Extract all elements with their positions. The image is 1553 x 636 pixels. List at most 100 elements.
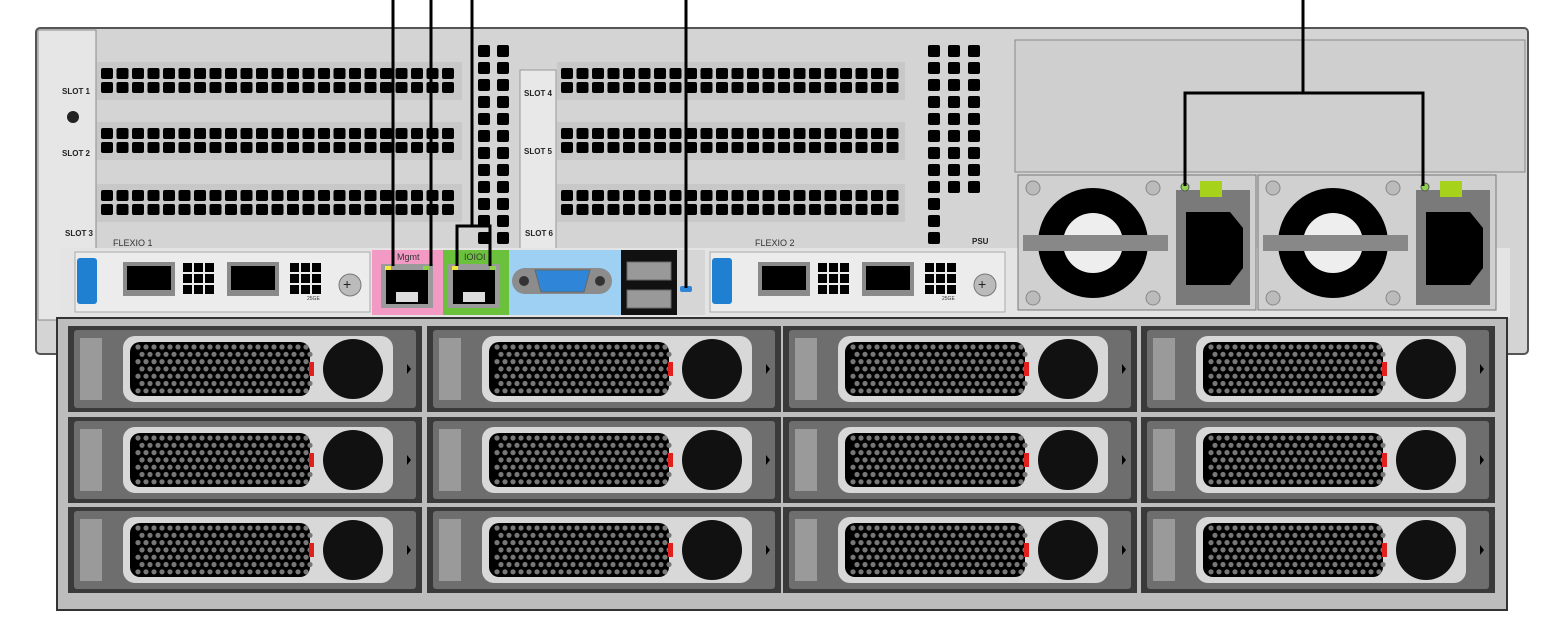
- mesh-hole: [1320, 554, 1326, 560]
- mesh-hole: [147, 380, 153, 387]
- mesh-hole: [1010, 450, 1016, 456]
- uid-button[interactable]: [680, 286, 692, 292]
- vent-hole: [685, 190, 697, 201]
- mesh-hole: [578, 380, 584, 387]
- mesh-hole: [1264, 344, 1270, 350]
- mesh-hole: [874, 388, 880, 394]
- mesh-hole: [942, 532, 948, 538]
- drive-arrow-icon: [766, 364, 770, 374]
- mesh-hole: [223, 540, 229, 546]
- mesh-hole: [1272, 479, 1278, 485]
- mesh-hole: [974, 366, 980, 372]
- mesh-hole: [1244, 380, 1250, 387]
- mesh-hole: [662, 540, 668, 546]
- mesh-hole: [602, 532, 608, 538]
- vent-hole: [147, 68, 160, 79]
- vent-hole: [101, 128, 113, 139]
- mesh-hole: [259, 561, 265, 568]
- mesh-hole: [1260, 547, 1266, 553]
- mesh-hole: [890, 464, 896, 470]
- mesh-hole: [914, 435, 920, 441]
- mesh-hole: [1010, 435, 1016, 441]
- usb-port-2[interactable]: [626, 289, 672, 309]
- mesh-hole: [1212, 351, 1218, 357]
- mesh-hole: [870, 380, 876, 387]
- mesh-hole: [199, 479, 205, 485]
- mesh-hole: [570, 442, 576, 448]
- mesh-hole: [974, 380, 980, 387]
- mgmt-port[interactable]: [381, 264, 433, 308]
- mesh-hole: [982, 380, 988, 387]
- mesh-hole: [1228, 471, 1234, 478]
- vga-port[interactable]: [512, 268, 612, 294]
- serial-port[interactable]: [448, 264, 500, 308]
- mesh-hole: [1280, 373, 1286, 379]
- mesh-hole: [850, 525, 856, 531]
- mesh-hole: [1022, 561, 1028, 568]
- mesh-hole: [1368, 554, 1374, 560]
- mesh-hole: [1248, 359, 1254, 365]
- mesh-hole: [1236, 442, 1242, 448]
- drive-latch: [439, 429, 461, 491]
- vent-hole: [209, 68, 222, 79]
- mesh-hole: [578, 457, 584, 463]
- mesh-hole: [870, 532, 876, 538]
- mesh-hole: [1228, 351, 1234, 357]
- mesh-hole: [1356, 380, 1362, 387]
- mesh-hole: [199, 540, 205, 546]
- vent-hole: [132, 128, 144, 139]
- mesh-hole: [622, 479, 628, 485]
- vent-hole: [147, 128, 160, 139]
- mesh-hole: [1256, 359, 1262, 365]
- mesh-hole: [203, 561, 209, 568]
- mesh-hole: [542, 479, 548, 485]
- mesh-hole: [1252, 457, 1258, 463]
- mesh-hole: [1260, 532, 1266, 538]
- mesh-hole: [566, 344, 572, 350]
- mesh-hole: [1002, 540, 1008, 546]
- mesh-hole: [1376, 479, 1382, 485]
- mesh-hole: [155, 457, 161, 463]
- mesh-hole: [558, 479, 564, 485]
- mesh-hole: [239, 540, 245, 546]
- mesh-hole: [978, 479, 984, 485]
- usb-port-1[interactable]: [626, 261, 672, 281]
- vent-hole: [271, 204, 284, 215]
- mesh-hole: [554, 561, 560, 568]
- vent-hole: [478, 45, 490, 57]
- mesh-hole: [279, 479, 285, 485]
- mesh-hole: [658, 471, 664, 478]
- mesh-hole: [526, 344, 532, 350]
- mesh-hole: [243, 471, 249, 478]
- vent-hole: [256, 190, 268, 201]
- mesh-hole: [183, 435, 189, 441]
- callout-line: [1183, 0, 1425, 186]
- mesh-hole: [614, 540, 620, 546]
- mesh-hole: [1018, 388, 1024, 394]
- mesh-hole: [1296, 525, 1302, 531]
- mesh-hole: [1260, 351, 1266, 357]
- mesh-hole: [518, 479, 524, 485]
- mesh-hole: [974, 351, 980, 357]
- mesh-hole: [1232, 525, 1238, 531]
- vent-hole: [194, 82, 206, 93]
- mesh-hole: [151, 479, 157, 485]
- mesh-hole: [207, 435, 213, 441]
- mesh-hole: [590, 388, 596, 394]
- mesh-hole: [518, 554, 524, 560]
- mesh-hole: [175, 359, 181, 365]
- vent-hole: [948, 45, 960, 57]
- mesh-hole: [986, 554, 992, 560]
- mesh-hole: [263, 479, 269, 485]
- mesh-hole: [1308, 366, 1314, 372]
- mesh-hole: [1344, 450, 1350, 456]
- mesh-hole: [502, 540, 508, 546]
- mesh-hole: [858, 450, 864, 456]
- vent-hole: [716, 68, 728, 79]
- mesh-hole: [886, 457, 892, 463]
- vent-hole: [497, 130, 509, 142]
- vent-hole: [809, 204, 821, 215]
- mesh-hole: [1268, 471, 1274, 478]
- vent-hole: [747, 82, 759, 93]
- mesh-hole: [494, 540, 500, 546]
